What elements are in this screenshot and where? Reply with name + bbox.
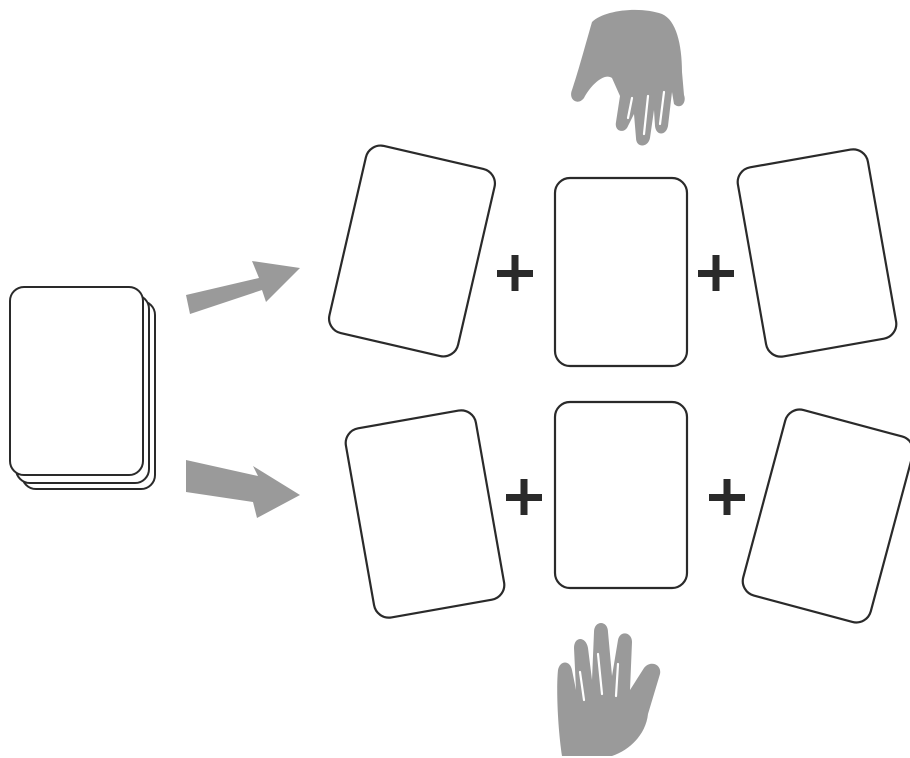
card-bottom-left	[344, 409, 506, 619]
card-row-top	[327, 144, 898, 368]
card-bottom-middle	[553, 400, 689, 590]
card-row-bottom	[344, 400, 910, 624]
deck-card-1	[9, 286, 144, 476]
hand-raised-up-icon	[557, 623, 661, 756]
card-top-left	[327, 144, 497, 358]
card-deck-icon	[9, 286, 156, 490]
plus-icon	[698, 255, 734, 291]
card-top-middle	[553, 176, 689, 368]
arrow-right-icon	[186, 261, 300, 314]
card-bottom-right	[741, 408, 910, 624]
plus-icon	[497, 255, 533, 291]
arrow-right-icon	[186, 460, 300, 518]
hand-pointing-down-icon	[571, 9, 685, 146]
card-top-right	[736, 148, 898, 358]
plus-icon	[709, 479, 745, 515]
plus-icon	[506, 479, 542, 515]
